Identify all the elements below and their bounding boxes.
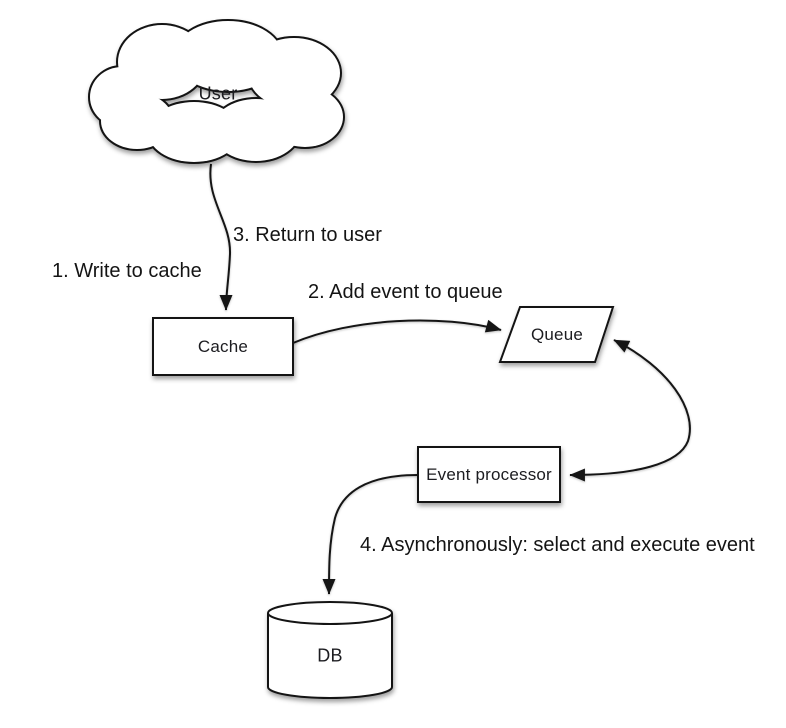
event-processor-node (417, 446, 561, 503)
db-node-label: DB (317, 645, 343, 666)
step2-label: 2. Add event to queue (308, 281, 503, 303)
arrow-queue-event-processor-loop (569, 339, 691, 482)
user-cloud-node (88, 19, 345, 164)
queue-node-label: Queue (530, 325, 584, 344)
step4-label: 4. Asynchronously: select and execute ev… (360, 534, 755, 556)
cache-node (152, 317, 294, 376)
arrow-user-to-cache (209, 163, 233, 311)
queue-node (498, 306, 615, 363)
user-node-label: User (198, 83, 238, 104)
step3-label: 3. Return to user (233, 224, 382, 246)
cache-node-label: Cache (197, 337, 249, 356)
db-node (267, 601, 393, 699)
arrow-cache-to-queue (292, 319, 502, 344)
arrow-event-processor-to-db (322, 474, 419, 595)
event-processor-node-label: Event processor (426, 465, 552, 484)
step1-label: 1. Write to cache (52, 260, 202, 282)
